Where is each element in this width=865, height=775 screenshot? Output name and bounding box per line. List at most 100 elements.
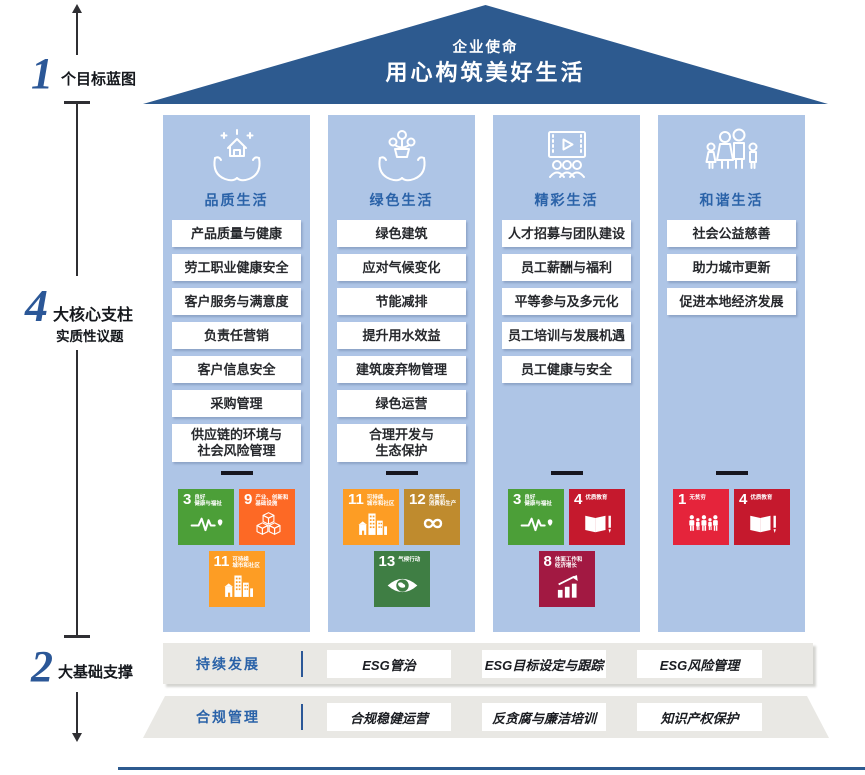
- sdg-number: 4: [739, 491, 748, 508]
- rail-line: [76, 101, 78, 276]
- hands-plant-icon: [328, 127, 475, 185]
- sdg-number: 1: [678, 491, 687, 508]
- heartbeat-icon: [513, 507, 561, 540]
- pillar-item: 节能减排: [337, 288, 466, 315]
- divider-dash: [550, 471, 583, 475]
- rail-label-pillars: 大核心支柱: [53, 307, 134, 324]
- sdg-number: 12: [409, 491, 426, 508]
- sdg-title: 良好 健康与福祉: [524, 495, 552, 507]
- arrow-down-icon: [72, 733, 82, 742]
- rail-sublabel-materiality: 实质性议题: [56, 329, 124, 344]
- sdg-title: 优质教育: [585, 495, 608, 501]
- city-icon: [348, 507, 396, 540]
- sdg-number: 9: [244, 491, 253, 508]
- sdg-number: 4: [574, 491, 583, 508]
- family-icon: [658, 127, 805, 185]
- pillar-item: 员工培训与发展机遇: [502, 322, 631, 349]
- eye-globe-icon: [379, 569, 427, 602]
- sdg-title: 产业、创新和 基础设施: [255, 495, 289, 507]
- sdg-title: 优质教育: [750, 495, 773, 501]
- foundation-box: ESG目标设定与跟踪: [482, 650, 606, 678]
- divider-dash: [715, 471, 748, 475]
- rail-line: [76, 692, 78, 734]
- sdg-number: 11: [213, 553, 230, 570]
- foundation-label: 合规管理: [196, 709, 260, 725]
- foundation-box: 合规稳健运营: [327, 703, 451, 731]
- divider-dash: [220, 471, 253, 475]
- pillar-item: 建筑废弃物管理: [337, 356, 466, 383]
- foundation-box: 反贪腐与廉洁培训: [482, 703, 606, 731]
- growth-chart-icon: [544, 569, 592, 602]
- sdg-title: 无贫穷: [689, 495, 706, 501]
- pillar-title: 品质生活: [204, 192, 269, 208]
- infinity-icon: [409, 507, 457, 540]
- book-icon: [574, 507, 622, 540]
- pillar-item: 员工薪酬与福利: [502, 254, 631, 281]
- pillar-title: 精彩生活: [534, 192, 599, 208]
- rail-number-1: 1: [31, 49, 53, 98]
- pillar-item: 员工健康与安全: [502, 356, 631, 383]
- foundation-divider: [301, 704, 303, 730]
- mission-title: 用心构筑美好生活: [385, 60, 586, 85]
- cinema-audience-icon: [493, 127, 640, 185]
- city-icon: [214, 569, 262, 602]
- hands-house-icon: [163, 127, 310, 185]
- rail-label-goal: 个目标蓝图: [61, 71, 137, 88]
- divider-dash: [385, 471, 418, 475]
- rail-line: [76, 350, 78, 637]
- pillar-item: 产品质量与健康: [172, 220, 301, 247]
- foundation-row-compliance-management: 合规管理 合规稳健运营 反贪腐与廉洁培训 知识产权保护: [143, 696, 829, 738]
- sdg-title: 负责任 消费和生产: [428, 495, 457, 507]
- rail-label-foundation: 大基础支撑: [58, 664, 134, 681]
- book-icon: [739, 507, 787, 540]
- pillar-item: 负责任营销: [172, 322, 301, 349]
- rail-line: [76, 12, 78, 55]
- pillar-item: 劳工职业健康安全: [172, 254, 301, 281]
- pillar-vibrant-life: 精彩生活 人才招募与团队建设 员工薪酬与福利 平等参与及多元化 员工培训与发展机…: [493, 115, 640, 632]
- foundation-label: 持续发展: [196, 655, 260, 672]
- sdg-title: 可持续 城市和社区: [366, 495, 395, 507]
- pillar-item: 应对气候变化: [337, 254, 466, 281]
- mission-eyebrow: 企业使命: [452, 40, 519, 56]
- ground-line: [118, 767, 865, 770]
- rail-number-4: 4: [25, 280, 48, 331]
- pillar-quality-life: 品质生活 产品质量与健康 劳工职业健康安全 客户服务与满意度 负责任营销 客户信…: [163, 115, 310, 632]
- sdg-number: 13: [378, 553, 396, 570]
- pillar-item: 助力城市更新: [667, 254, 796, 281]
- pillar-item: 供应链的环境与 社会风险管理: [172, 424, 301, 462]
- sdg-number: 3: [513, 491, 522, 508]
- pillar-item: 促进本地经济发展: [667, 288, 796, 315]
- heartbeat-icon: [183, 507, 231, 540]
- pillar-item: 社会公益慈善: [667, 220, 796, 247]
- foundation-box: 知识产权保护: [637, 703, 762, 731]
- roof-mission: 企业使命 用心构筑美好生活: [143, 5, 828, 104]
- foundation-box: ESG风险管理: [637, 650, 762, 678]
- pillar-title: 和谐生活: [699, 192, 764, 208]
- pillar-title: 绿色生活: [369, 192, 434, 208]
- foundation-row-sustainable-development: 持续发展 ESG管治 ESG目标设定与跟踪 ESG风险管理: [163, 643, 813, 684]
- pillar-item: 采购管理: [172, 390, 301, 417]
- sdg-title: 体面工作和 经济增长: [554, 557, 583, 569]
- sdg-number: 11: [348, 491, 364, 508]
- sdg-title: 良好 健康与福祉: [194, 495, 222, 507]
- rail-tick: [64, 635, 90, 638]
- foundation-divider: [301, 651, 303, 677]
- pillar-item: 提升用水效益: [337, 322, 466, 349]
- sdg-number: 3: [183, 491, 192, 508]
- sdg-title: 可持续 城市和社区: [232, 557, 260, 569]
- pillar-item: 人才招募与团队建设: [502, 220, 631, 247]
- rail-number-2: 2: [31, 642, 53, 691]
